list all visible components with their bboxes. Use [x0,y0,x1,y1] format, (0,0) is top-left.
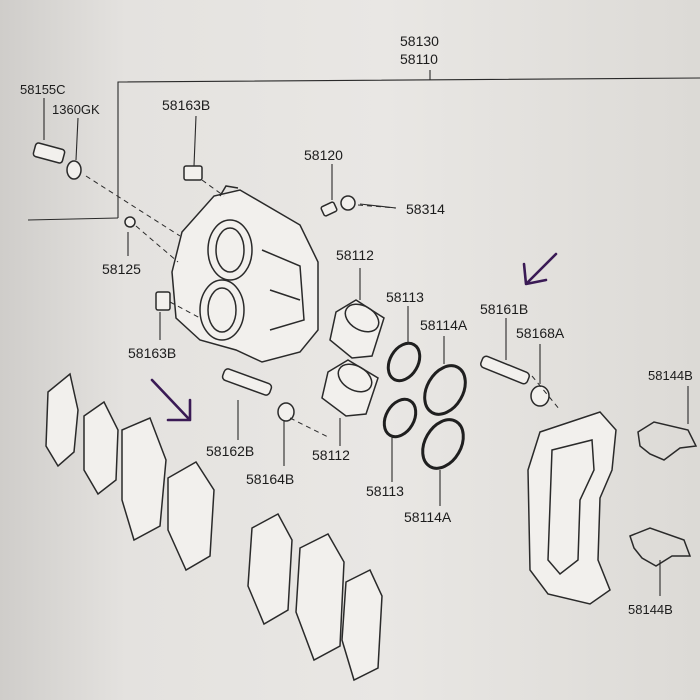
label-seal-upper: 58113 [386,289,424,305]
caliper-bracket [527,411,617,605]
label-seal-lower: 58113 [366,483,404,499]
boot-left [277,402,295,422]
bleeder-cap [340,195,356,211]
arrow-mark-right [522,252,558,286]
label-small-nut: 58125 [102,261,141,277]
label-dust-seal-upper: 58114A [420,317,468,333]
bleeder-screw [320,201,338,217]
label-piston-lower: 58112 [312,447,350,463]
leader-lines [43,98,689,596]
label-boot-left: 58164B [246,471,294,487]
label-dust-seal-lower: 58114A [404,509,452,525]
label-washer: 1360GK [52,102,100,117]
label-piston-upper: 58112 [336,247,374,263]
label-assembly-top: 58130 [400,33,439,49]
boot-right [530,385,550,407]
seals [382,341,467,470]
small-nut [124,216,136,228]
label-clip-upper: 58144B [648,368,693,383]
label-assembly-bottom: 58110 [400,51,438,67]
guide-pin-right [480,355,530,385]
pistons [321,299,385,417]
caliper-body [171,185,319,363]
label-bleeder-cap: 58314 [406,201,445,217]
guide-bolt [32,142,66,164]
label-clip-lower: 58144B [628,602,673,617]
hardware-parts [32,142,550,422]
arrow-mark-left [150,378,192,422]
anti-rattle-clips [629,421,698,567]
brake-pads [45,372,383,682]
label-bolt-upper: 58163B [162,97,210,113]
handwritten-arrows [150,252,558,422]
label-bolt-guide: 58155C [20,82,66,97]
label-bolt-lower: 58163B [128,345,176,361]
bolt-lower [155,291,171,311]
label-guide-pin-right: 58161B [480,301,528,317]
assembly-guide-lines [85,175,561,439]
guide-pin-left [221,368,273,396]
label-bleeder: 58120 [304,147,343,163]
assembly-frame [27,70,700,221]
washer [66,160,82,180]
part-labels: 58130 58110 58155C 1360GK 58163B 58120 5… [20,33,693,617]
label-boot-right: 58168A [516,325,565,341]
bolt-upper [183,165,203,181]
label-guide-pin-left: 58162B [206,443,254,459]
